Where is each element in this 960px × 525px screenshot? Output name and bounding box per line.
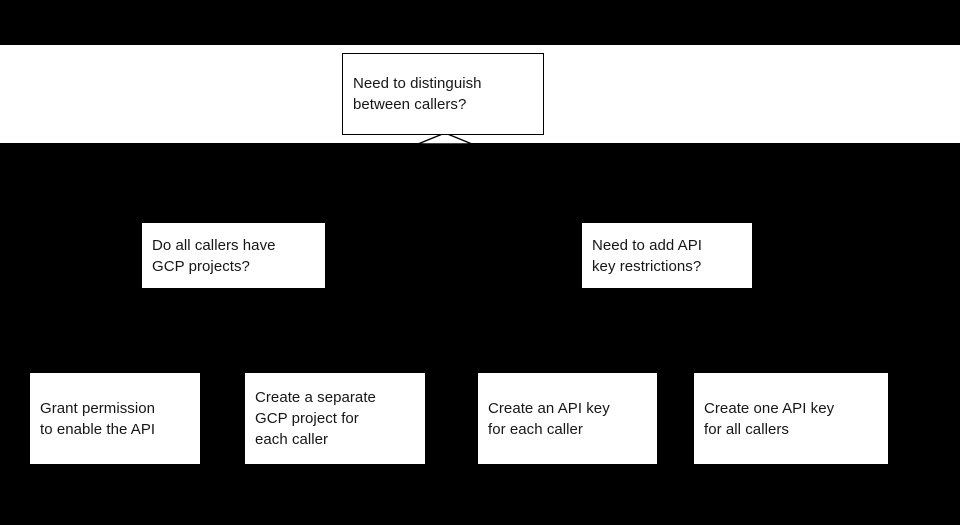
- node-label: Need to distinguish between callers?: [353, 75, 482, 113]
- node-create-an-api-key-for-each-caller[interactable]: Create an API key for each caller: [478, 373, 657, 464]
- node-need-to-add-api-key-restrictions[interactable]: Need to add API key restrictions?: [582, 223, 752, 288]
- node-need-to-distinguish-between-callers[interactable]: Need to distinguish between callers?: [342, 53, 544, 135]
- node-label: Create one API key for all callers: [704, 399, 835, 438]
- root-branch-chevron-icon: [418, 133, 472, 145]
- node-label: Grant permission to enable the API: [40, 399, 156, 438]
- node-label: Do all callers have GCP projects?: [152, 236, 276, 275]
- node-create-one-api-key-for-all-callers[interactable]: Create one API key for all callers: [694, 373, 888, 464]
- node-grant-permission-to-enable-the-api[interactable]: Grant permission to enable the API: [30, 373, 200, 464]
- node-do-all-callers-have-gcp-projects[interactable]: Do all callers have GCP projects?: [142, 223, 325, 288]
- node-label: Need to add API key restrictions?: [592, 236, 702, 275]
- node-label: Create an API key for each caller: [488, 399, 610, 438]
- node-label: Create a separate GCP project for each c…: [255, 389, 376, 448]
- node-create-a-separate-gcp-project-for-each-caller[interactable]: Create a separate GCP project for each c…: [245, 373, 425, 464]
